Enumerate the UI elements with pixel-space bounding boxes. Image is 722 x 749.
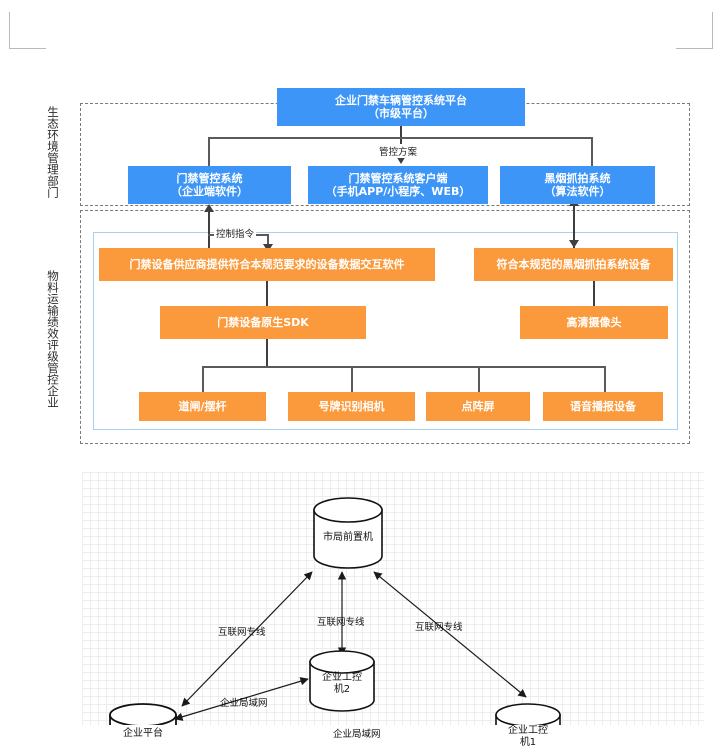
connector-bus-right-drop <box>591 137 593 166</box>
connector-drop-plate <box>351 366 353 393</box>
edge-label-control-plan: 管控方案 <box>377 144 420 158</box>
node-hd-camera[interactable]: 高清摄像头 <box>520 306 668 339</box>
cylinder-ent-ipc2 <box>309 650 375 712</box>
connector-device-to-camera <box>593 281 595 307</box>
connector-bus-left-drop <box>208 137 210 166</box>
node-dot-matrix-screen[interactable]: 点阵屏 <box>426 392 530 421</box>
node-client-mob-line1: 门禁管控系统客户端 <box>348 171 448 185</box>
cylinder-label-ipc1-line2: 机1 <box>519 737 537 748</box>
node-access-control-enterprise-client[interactable]: 门禁管控系统 （企业端软件） <box>128 166 291 204</box>
node-client-ent-line2: （企业端软件） <box>171 185 248 198</box>
node-access-control-mobile-client[interactable]: 门禁管控系统客户端 （手机APP/小程序、WEB） <box>308 166 488 204</box>
swimlane-band-enterprise <box>80 210 690 444</box>
node-black-smoke-capture-system[interactable]: 黑烟抓拍系统 （算法软件） <box>500 166 655 204</box>
crop-mark-top-left <box>9 12 46 49</box>
arrow-sdk-to-client-ent <box>204 204 214 212</box>
edge-label-lan-upper: 企业局域网 <box>220 698 268 709</box>
cylinder-ent-ipc1 <box>495 703 561 725</box>
arrow-platform-to-client-mob <box>396 156 406 164</box>
architecture-diagram: 生态环境管理部门 物料运输绩效评级管控企业 管控方案 控制指令 企业门禁车辆管控… <box>0 48 722 453</box>
crop-mark-top-right <box>676 12 713 49</box>
node-barrier-gate[interactable]: 道闸/摆杆 <box>139 392 266 421</box>
edge-platform-cityfront <box>181 571 313 707</box>
node-client-mob-line2: （手机APP/小程序、WEB） <box>325 185 471 198</box>
node-supplier-data-exchange-software[interactable]: 门禁设备供应商提供符合本规范要求的设备数据交互软件 <box>99 248 435 281</box>
connector-drop-voice <box>604 366 606 393</box>
cylinder-city-front <box>313 497 383 569</box>
connector-smoke-link <box>573 204 575 250</box>
edge-platform-ipc2 <box>174 677 309 721</box>
swimlane-label-government: 生态环境管理部门 <box>46 106 60 198</box>
connector-device-bus <box>202 366 606 368</box>
node-smoke-line1: 黑烟抓拍系统 <box>544 171 611 185</box>
cylinder-label-ipc1-line1: 企业工控 <box>508 725 548 736</box>
edge-ipc1-cityfront <box>373 571 527 698</box>
connector-sdk-to-client <box>208 211 210 253</box>
node-client-ent-line1: 门禁管控系统 <box>176 171 243 185</box>
node-native-sdk[interactable]: 门禁设备原生SDK <box>160 306 366 339</box>
connector-bus-horizontal <box>208 137 592 139</box>
network-topology-svg <box>109 497 561 725</box>
arrow-smoke-system-to-device <box>569 240 579 248</box>
node-platform-line2: （市级平台） <box>368 107 434 120</box>
cylinder-label-city-front: 市局前置机 <box>323 532 373 543</box>
edge-label-internet-line-left: 互联网专线 <box>218 627 266 638</box>
connector-drop-dot <box>478 366 480 393</box>
cylinder-label-ent-platform: 企业平台 <box>123 728 163 739</box>
node-voice-broadcast-device[interactable]: 语音播报设备 <box>543 392 663 421</box>
node-compliant-smoke-capture-device[interactable]: 符合本规范的黑烟抓拍系统设备 <box>474 248 673 281</box>
edge-label-lan-lower: 企业局域网 <box>330 726 384 740</box>
node-smoke-line2: （算法软件） <box>544 185 611 198</box>
device-layer-container <box>93 232 678 430</box>
connector-drop-gate <box>202 366 204 393</box>
cylinder-ent-platform <box>109 703 177 725</box>
network-topology-diagram: 市局前置机 企业工控 机2 企业平台 企业工控 机1 互联网专线 互联网专线 互… <box>82 472 704 748</box>
swimlane-label-enterprise: 物料运输绩效评级管控企业 <box>46 270 60 408</box>
connector-software-to-sdk <box>266 281 268 307</box>
cylinder-label-ipc2-line1: 企业工控 <box>322 672 362 683</box>
node-platform[interactable]: 企业门禁车辆管控系统平台 （市级平台） <box>277 88 525 126</box>
cylinder-label-ipc2-line2: 机2 <box>333 684 351 695</box>
connector-cmd-bracket-drop <box>267 234 269 248</box>
edge-label-control-command: 控制指令 <box>214 226 257 240</box>
node-plate-recognition-camera[interactable]: 号牌识别相机 <box>288 392 415 421</box>
connector-sdk-down <box>266 339 268 367</box>
edge-label-internet-line-right: 互联网专线 <box>415 622 463 633</box>
connector-platform-down <box>400 126 402 158</box>
node-platform-line1: 企业门禁车辆管控系统平台 <box>335 93 467 107</box>
edge-label-internet-line-center: 互联网专线 <box>317 617 365 628</box>
